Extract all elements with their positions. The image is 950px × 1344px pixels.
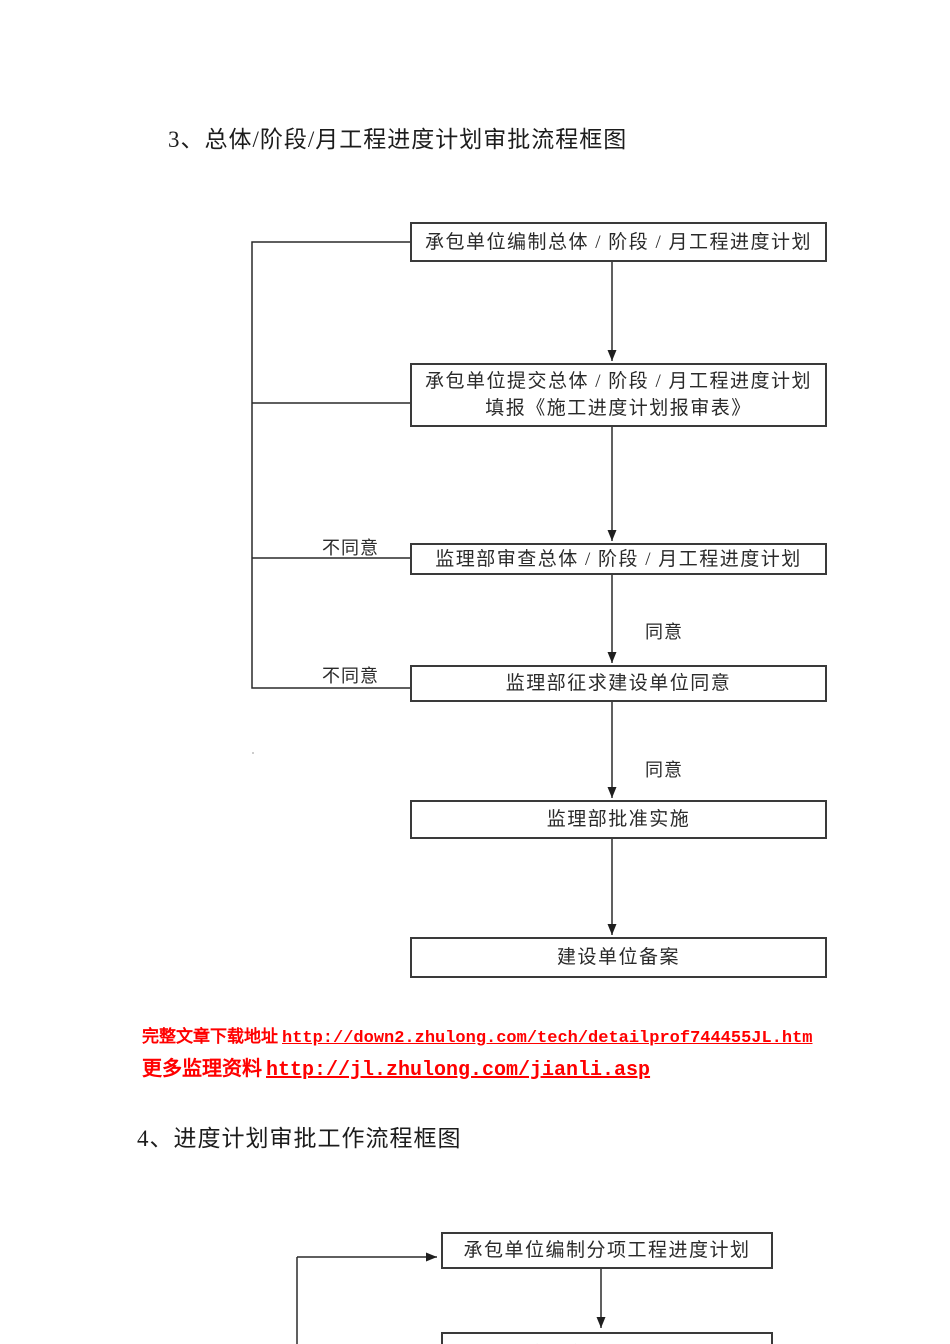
- label-disagree-2: 不同意: [322, 666, 379, 686]
- label-agree-2: 同意: [645, 760, 683, 780]
- fc1-box-approve-implement-label: 监理部批准实施: [546, 809, 691, 830]
- stray-mark: [252, 752, 254, 754]
- fc1-box-owner-filing-label: 建设单位备案: [556, 947, 680, 968]
- fc2-box-compile-subitem-plan-label: 承包单位编制分项工程进度计划: [463, 1240, 751, 1261]
- label-agree-1: 同意: [645, 622, 683, 642]
- section4-heading: 4、进度计划审批工作流程框图: [137, 1126, 462, 1151]
- section3-heading: 3、总体/阶段/月工程进度计划审批流程框图: [168, 127, 628, 152]
- download-line-2: 更多监理资料 http://jl.zhulong.com/jianli.asp: [142, 1052, 650, 1082]
- fc1-box-seek-owner-consent: 监理部征求建设单位同意: [410, 665, 827, 702]
- fc1-box-submit-plan-line1: 承包单位提交总体 / 阶段 / 月工程进度计划: [424, 371, 813, 392]
- download-line-2-url[interactable]: http://jl.zhulong.com/jianli.asp: [266, 1059, 651, 1082]
- download-line-2-text: 更多监理资料: [142, 1056, 262, 1080]
- download-line-1: 完整文章下载地址 http://down2.zhulong.com/tech/d…: [142, 1022, 813, 1048]
- fc1-box-approve-implement: 监理部批准实施: [410, 800, 827, 839]
- feedback-loop-line: [251, 241, 410, 689]
- download-line-1-text: 完整文章下载地址: [142, 1027, 278, 1047]
- fc1-box-submit-plan: 承包单位提交总体 / 阶段 / 月工程进度计划 填报《施工进度计划报审表》: [410, 363, 827, 427]
- fc1-box-review-plan: 监理部审查总体 / 阶段 / 月工程进度计划: [410, 543, 827, 575]
- fc1-box-seek-owner-consent-label: 监理部征求建设单位同意: [505, 673, 732, 694]
- fc1-box-compile-plan-label: 承包单位编制总体 / 阶段 / 月工程进度计划: [424, 231, 813, 253]
- fc1-box-submit-plan-line2: 填报《施工进度计划报审表》: [485, 398, 752, 419]
- fc2-box-compile-subitem-plan: 承包单位编制分项工程进度计划: [441, 1232, 773, 1269]
- label-disagree-1: 不同意: [322, 538, 379, 558]
- fc1-box-review-plan-label: 监理部审查总体 / 阶段 / 月工程进度计划: [435, 548, 802, 570]
- fc1-box-owner-filing: 建设单位备案: [410, 937, 827, 978]
- download-line-1-url[interactable]: http://down2.zhulong.com/tech/detailprof…: [282, 1029, 813, 1048]
- fc2-box-submit-subitem-plan: 承包单位报审分项工程进度计划: [441, 1332, 773, 1344]
- fc1-box-compile-plan: 承包单位编制总体 / 阶段 / 月工程进度计划: [410, 222, 827, 262]
